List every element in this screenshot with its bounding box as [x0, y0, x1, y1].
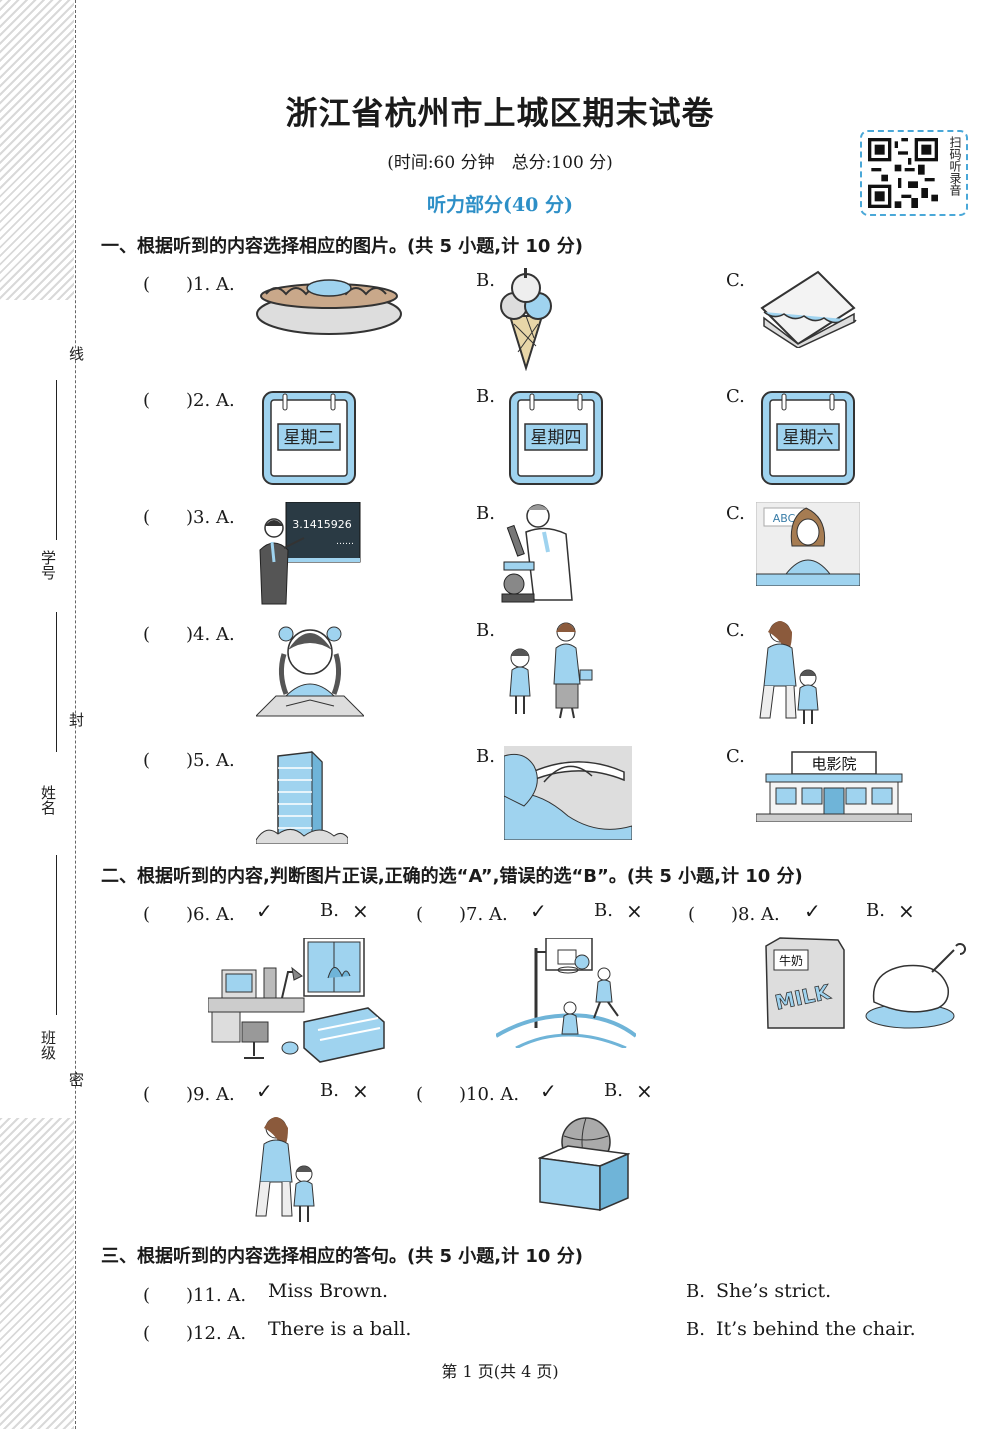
question-1-option-c[interactable]: C. [726, 270, 745, 291]
question-12-label[interactable]: ( )12. A. [143, 1323, 247, 1344]
calendar-thursday-image[interactable]: 星期四 [508, 390, 604, 486]
part2-title: 二、根据听到的内容,判断图片正误,正确的选“A”,错误的选“B”。(共 5 小题… [101, 866, 803, 887]
margin-label-name: 姓名 [39, 785, 57, 815]
scientist-image[interactable] [498, 500, 574, 604]
question-7-label[interactable]: ( )7. A. [416, 904, 508, 925]
question-8-check-icon[interactable]: ✓ [804, 899, 821, 923]
margin-label-class: 班级 [39, 1030, 57, 1060]
basketball-court-image[interactable] [496, 938, 636, 1048]
qr-caption: 扫码听录音 [948, 136, 962, 196]
question-4-option-b[interactable]: B. [476, 620, 495, 641]
question-8-cross-icon[interactable]: × [898, 899, 915, 923]
art-teacher-image[interactable]: ABC [756, 502, 860, 586]
question-2-option-b[interactable]: B. [476, 386, 495, 407]
listening-section-heading: 听力部分(40 分) [426, 194, 574, 216]
question-7-cross-icon[interactable]: × [626, 899, 643, 923]
abc-text: ABC [773, 512, 796, 525]
calendar-tuesday-image[interactable]: 星期二 [261, 390, 357, 486]
question-12-option-b[interactable]: B. [686, 1319, 705, 1340]
question-9-cross-icon[interactable]: × [352, 1079, 369, 1103]
question-3-option-b[interactable]: B. [476, 503, 495, 524]
question-6-label[interactable]: ( )6. A. [143, 904, 235, 925]
question-4-option-c[interactable]: C. [726, 620, 745, 641]
page-footer: 第 1 页(共 4 页) [441, 1362, 559, 1381]
hotdog-image[interactable] [254, 266, 404, 336]
milk-and-chicken-image[interactable]: 牛奶 MILK [764, 936, 974, 1036]
question-8-option-b[interactable]: B. [866, 900, 885, 921]
ice-cream-image[interactable] [496, 266, 556, 371]
tall-building-image[interactable] [256, 748, 348, 844]
cinema-sign-text: 电影院 [811, 755, 856, 773]
question-7-check-icon[interactable]: ✓ [530, 899, 547, 923]
question-1-option-b[interactable]: B. [476, 270, 495, 291]
qr-code-icon [868, 138, 938, 208]
question-10-check-icon[interactable]: ✓ [540, 1079, 557, 1103]
ball-in-box-image[interactable] [538, 1116, 630, 1212]
margin-label-line: 线 [67, 346, 85, 361]
name-field[interactable] [56, 612, 57, 752]
question-11-option-b[interactable]: B. [686, 1281, 705, 1302]
question-12-option-a-text[interactable]: There is a ball. [268, 1318, 412, 1340]
margin-label-seal: 封 [67, 712, 85, 727]
math-teacher-image[interactable]: 3.1415926 …… [256, 502, 362, 606]
calendar-saturday-text: 星期六 [783, 428, 834, 448]
question-3-option-c[interactable]: C. [726, 503, 745, 524]
margin-label-secret: 密 [67, 1072, 85, 1087]
question-9-option-b[interactable]: B. [320, 1080, 339, 1101]
part3-title: 三、根据听到的内容选择相应的答句。(共 5 小题,计 10 分) [101, 1246, 583, 1267]
question-10-label[interactable]: ( )10. A. [416, 1084, 520, 1105]
question-4-label[interactable]: ( )4. A. [143, 624, 235, 645]
question-10-cross-icon[interactable]: × [636, 1079, 653, 1103]
question-6-check-icon[interactable]: ✓ [256, 899, 273, 923]
cut-line [75, 0, 76, 1429]
class-field[interactable] [56, 855, 57, 1015]
part1-title: 一、根据听到的内容选择相应的图片。(共 5 小题,计 10 分) [101, 236, 583, 257]
question-6-cross-icon[interactable]: × [352, 899, 369, 923]
question-3-label[interactable]: ( )3. A. [143, 507, 235, 528]
question-11-label[interactable]: ( )11. A. [143, 1285, 247, 1306]
mother-and-daughter-image-2[interactable] [248, 1114, 322, 1226]
girl-with-teacher-image[interactable] [498, 618, 594, 720]
qr-code-box[interactable]: 扫码听录音 [860, 130, 968, 216]
girl-reading-image[interactable] [256, 616, 364, 718]
question-10-option-b[interactable]: B. [604, 1080, 623, 1101]
svg-text:……: …… [336, 537, 354, 547]
question-2-label[interactable]: ( )2. A. [143, 390, 235, 411]
question-9-check-icon[interactable]: ✓ [256, 1079, 273, 1103]
question-5-option-c[interactable]: C. [726, 746, 745, 767]
bridge-image[interactable] [504, 746, 632, 840]
mother-and-daughter-image[interactable] [752, 618, 826, 728]
question-7-option-b[interactable]: B. [594, 900, 613, 921]
question-12-option-b-text[interactable]: It’s behind the chair. [716, 1318, 916, 1340]
sandwich-image[interactable] [758, 268, 858, 348]
exam-subtitle: (时间:60 分钟 总分:100 分) [387, 153, 613, 173]
exam-title: 浙江省杭州市上城区期末试卷 [285, 94, 715, 132]
milk-cn-text: 牛奶 [779, 953, 803, 968]
margin-label-student-id: 学号 [39, 550, 57, 580]
calendar-thursday-text: 星期四 [531, 428, 582, 448]
calendar-tuesday-text: 星期二 [284, 428, 335, 448]
blackboard-text: 3.1415926 [292, 518, 352, 531]
question-8-label[interactable]: ( )8. A. [688, 904, 780, 925]
question-6-option-b[interactable]: B. [320, 900, 339, 921]
question-2-option-c[interactable]: C. [726, 386, 745, 407]
question-5-option-b[interactable]: B. [476, 746, 495, 767]
question-11-option-b-text[interactable]: She’s strict. [716, 1280, 832, 1302]
cinema-image[interactable]: 电影院 [756, 750, 912, 822]
question-5-label[interactable]: ( )5. A. [143, 750, 235, 771]
binding-hatch-top [0, 0, 74, 300]
question-1-label[interactable]: ( )1. A. [143, 274, 235, 295]
question-9-label[interactable]: ( )9. A. [143, 1084, 235, 1105]
student-id-field[interactable] [56, 380, 57, 540]
binding-hatch-bottom [0, 1118, 74, 1429]
question-11-option-a-text[interactable]: Miss Brown. [268, 1280, 389, 1302]
calendar-saturday-image[interactable]: 星期六 [760, 390, 856, 486]
bedroom-image[interactable] [208, 938, 386, 1064]
